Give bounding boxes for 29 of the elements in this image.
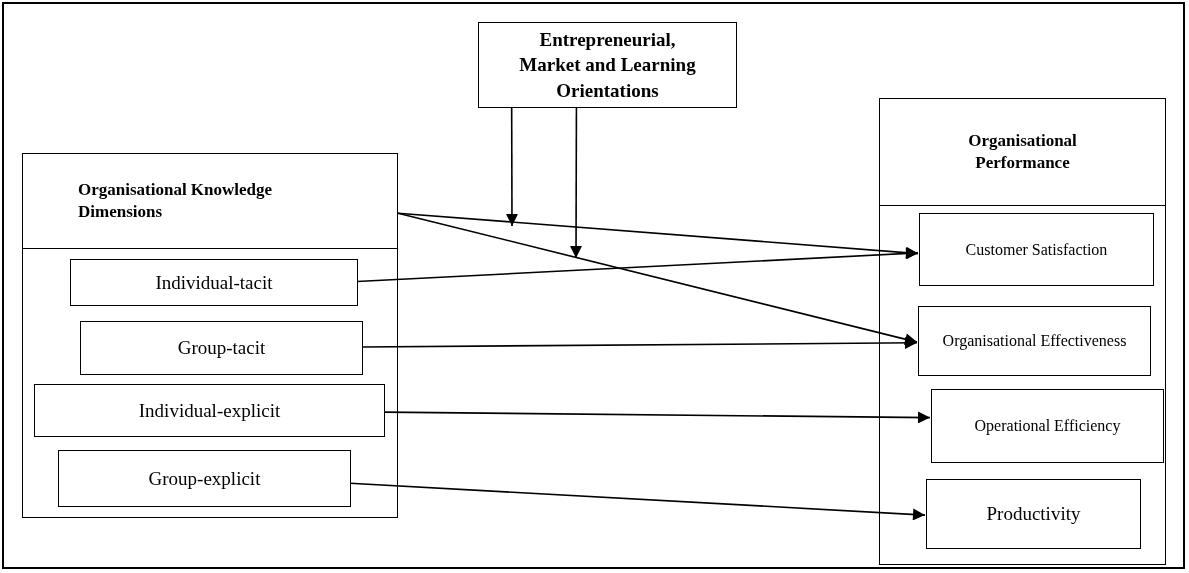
process-box [58,450,351,507]
process-box [70,259,358,306]
process-box [931,389,1164,463]
box-label: Productivity [985,502,1082,526]
box-label: Group-tacit [176,336,267,360]
group-heading: Organisational Knowledge Dimensions [78,178,274,223]
process-box [919,213,1154,286]
arrow [505,107,518,227]
process-box [478,22,737,108]
box-label: Customer Satisfaction [964,239,1109,260]
box-label: Operational Efficiency [973,416,1122,436]
box-label: Individual-explicit [137,398,282,423]
process-box [34,384,385,437]
process-box [80,321,363,375]
arrow [361,336,918,349]
arrow [356,247,919,283]
group-box [22,153,398,518]
box-label: Organisational Effectiveness [941,331,1128,351]
group-heading: Organisational Performance [967,129,1078,174]
box-label: Group-explicit [147,466,262,491]
group-box [879,98,1166,565]
arrow [570,107,583,259]
arrow [397,212,918,346]
process-box [926,479,1141,549]
box-label: Individual-tacit [154,270,274,295]
arrow [383,411,931,424]
box-label: Entrepreneurial, Market and Learning Orientations [518,27,697,103]
process-box [918,306,1151,376]
arrow [349,482,926,521]
